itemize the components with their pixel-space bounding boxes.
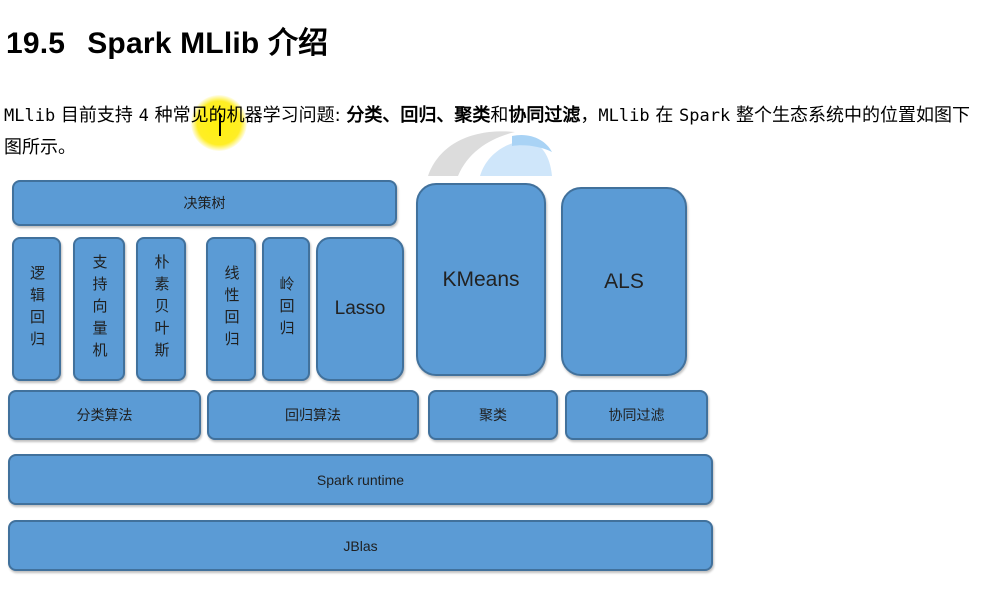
text-segment: 种常见的机器学习问题: [148, 105, 347, 126]
block-ridge-regression: 岭回归 [262, 237, 310, 381]
block-classification: 分类算法 [8, 390, 201, 440]
text-segment: 目前支持 [55, 105, 139, 126]
section-number: 19.5 [6, 27, 66, 60]
intro-paragraph: MLlib 目前支持 4 种常见的机器学习问题: 分类、回归、聚类和协同过滤，M… [4, 100, 984, 163]
block-linear-regression: 线性回归 [206, 237, 256, 381]
block-decision-tree: 决策树 [12, 180, 397, 226]
section-heading: 19.5 Spark MLlib 介绍 [6, 18, 328, 62]
block-lasso: Lasso [316, 237, 404, 381]
bold-problem-types: 分类、回归、聚类 [346, 105, 491, 126]
block-collab-filtering: 协同过滤 [565, 390, 708, 440]
text-segment: 和 [490, 105, 509, 126]
watermark-logo [428, 131, 552, 176]
block-logistic-regression: 逻辑回归 [12, 237, 61, 381]
bold-collab-filtering: 协同过滤 [508, 105, 581, 126]
text-segment: 在 [649, 105, 680, 126]
text-segment: 整个生态系统中的位置如图下图所示。 [4, 105, 970, 158]
text-spark: Spark [679, 106, 731, 126]
block-spark-runtime: Spark runtime [8, 454, 713, 505]
text-segment: ， [580, 105, 599, 126]
block-clustering: 聚类 [428, 390, 558, 440]
text-mllib: MLlib [4, 106, 56, 126]
block-svm: 支持向量机 [73, 237, 125, 381]
block-als: ALS [561, 187, 687, 376]
text-number: 4 [138, 106, 149, 126]
text-cursor [219, 114, 221, 136]
text-mllib: MLlib [598, 106, 650, 126]
section-title: Spark MLlib 介绍 [87, 27, 329, 60]
block-regression: 回归算法 [207, 390, 419, 440]
block-naive-bayes: 朴素贝叶斯 [136, 237, 186, 381]
block-kmeans: KMeans [416, 183, 546, 376]
block-jblas: JBlas [8, 520, 713, 571]
